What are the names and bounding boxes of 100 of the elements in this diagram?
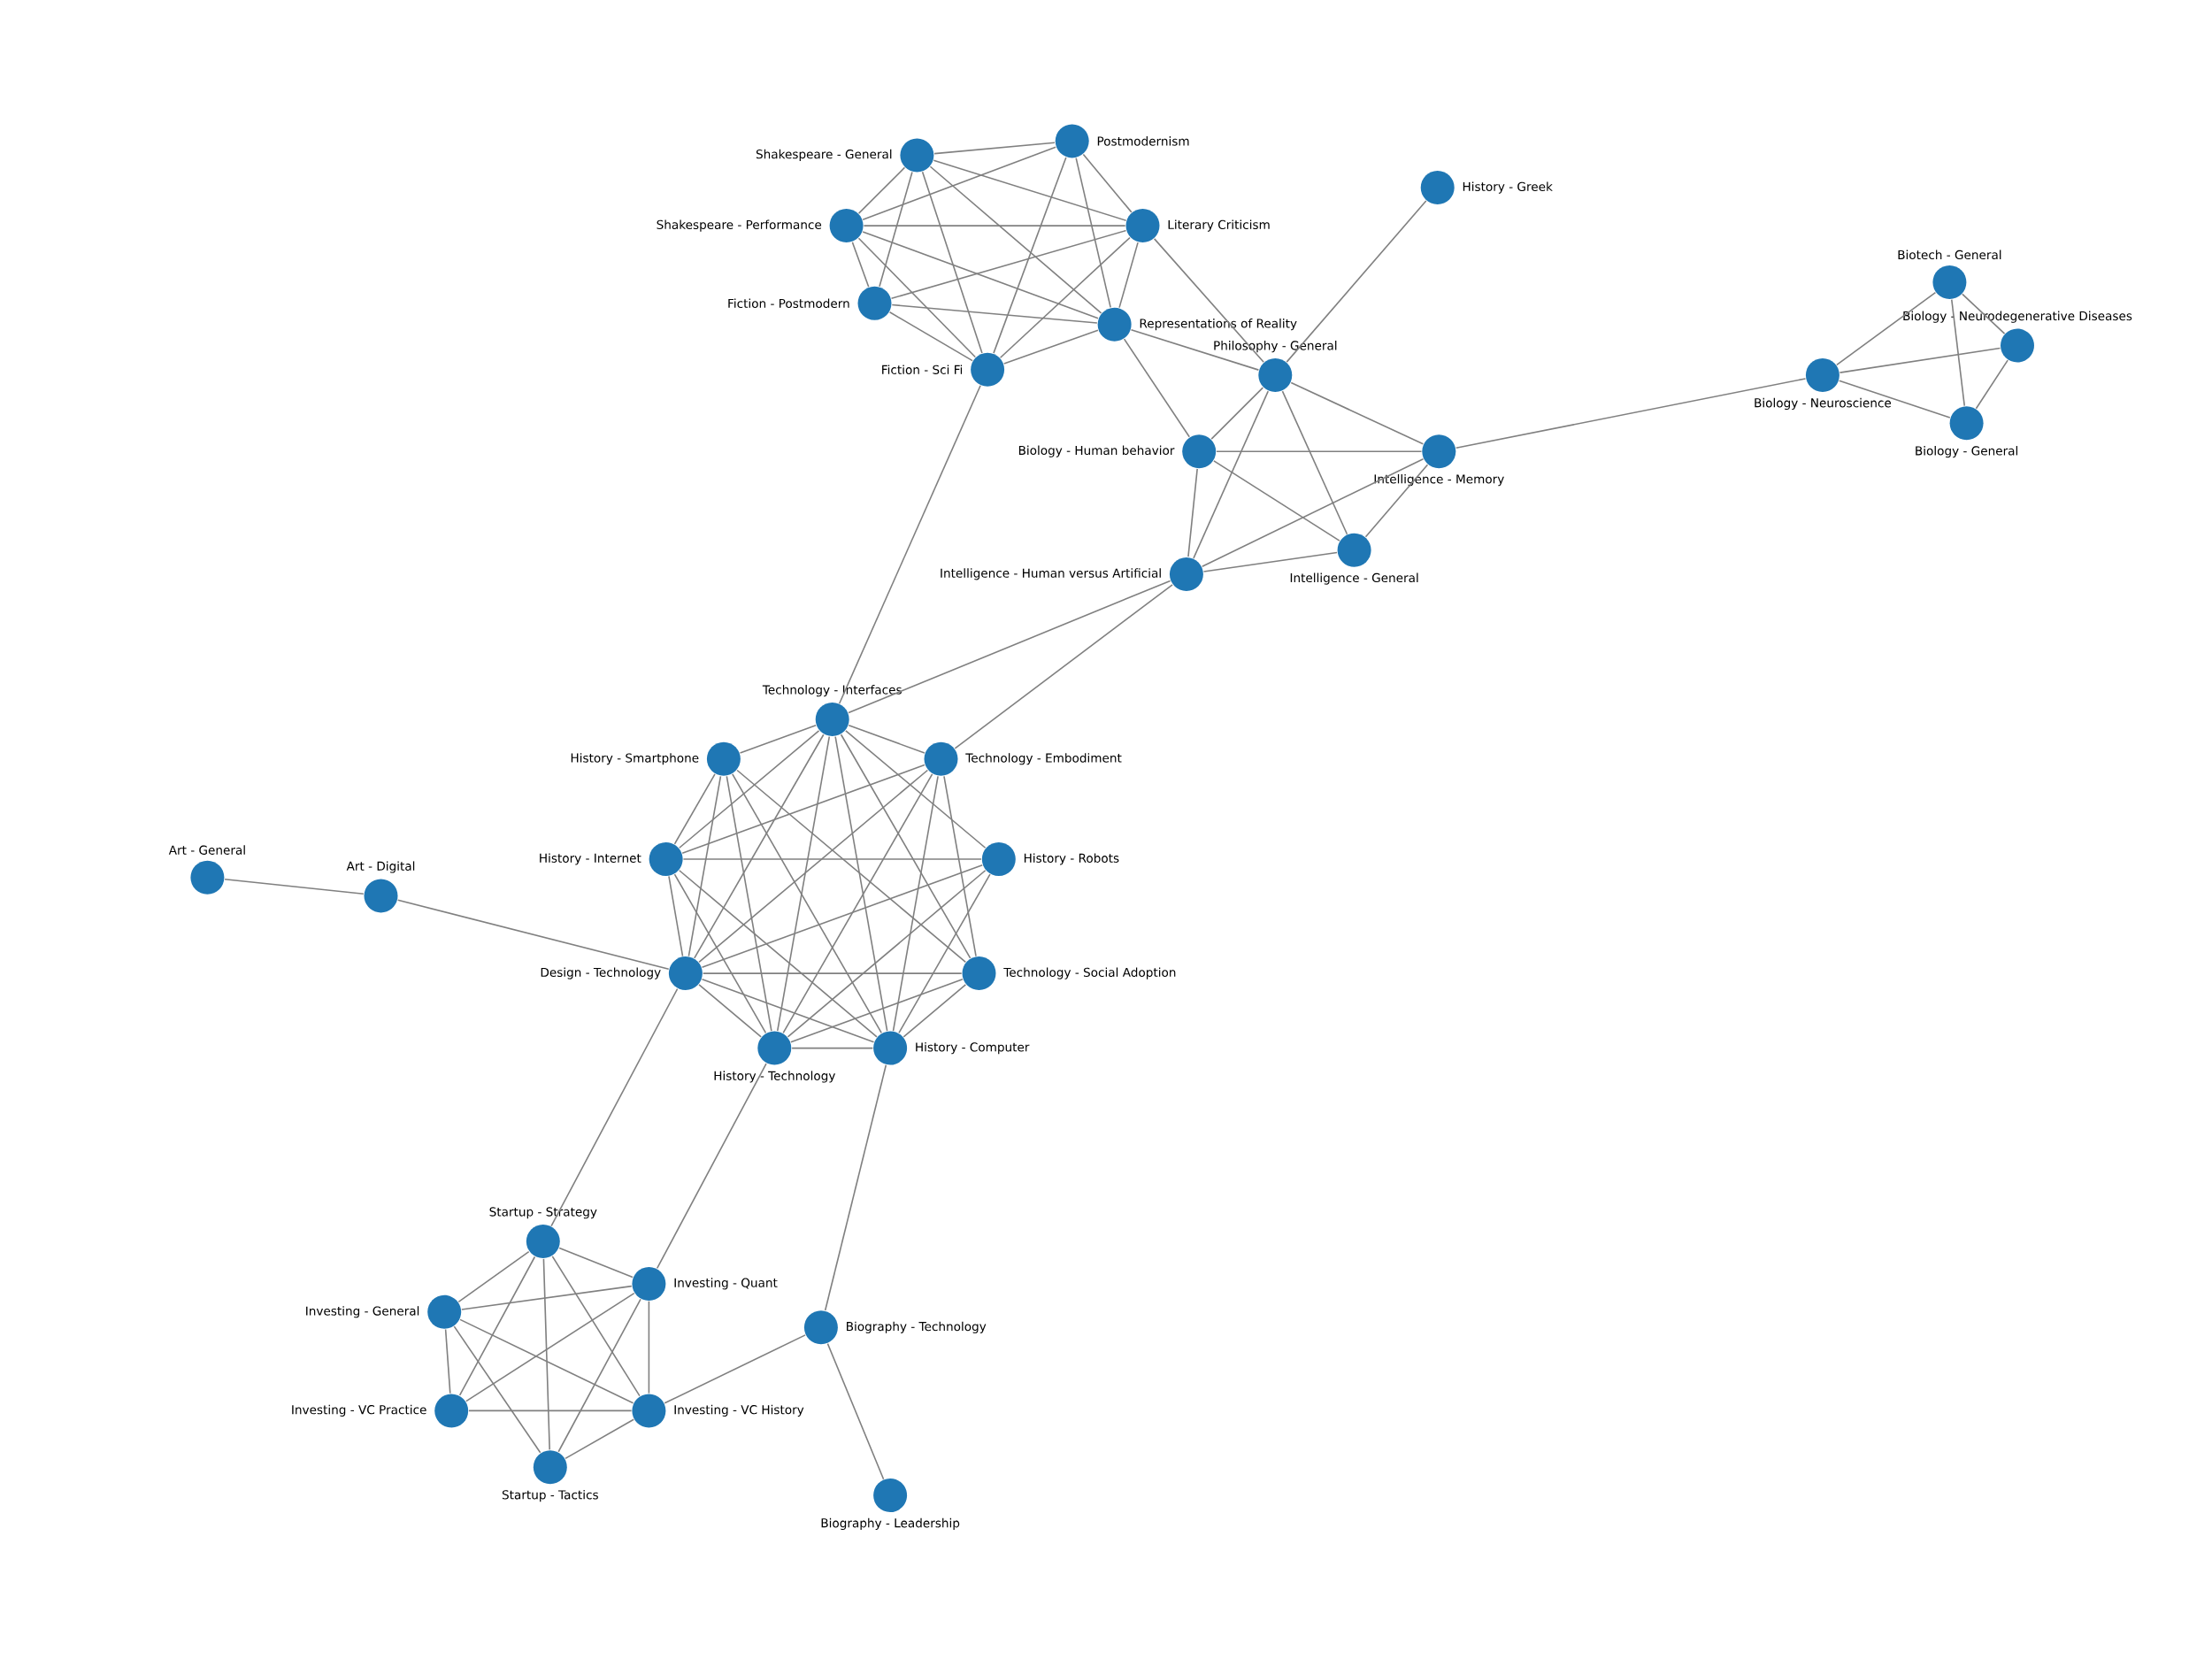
edge-line bbox=[1210, 387, 1264, 440]
edge-line bbox=[838, 384, 981, 704]
node-label: Fiction - Sci Fi bbox=[882, 365, 963, 374]
node-label: Art - Digital bbox=[346, 861, 415, 873]
edge-line bbox=[701, 979, 875, 1043]
edge-line bbox=[790, 979, 964, 1043]
edge-line bbox=[1962, 293, 2006, 334]
node-label: History - Computer bbox=[916, 1042, 1030, 1055]
edge-line bbox=[1290, 381, 1425, 445]
node-label: Shakespeare - General bbox=[756, 149, 892, 161]
edge-line bbox=[1118, 242, 1139, 309]
edge-line bbox=[698, 769, 929, 964]
node-label: Startup - Tactics bbox=[502, 1489, 598, 1502]
node-label: Biology - Neurodegenerative Diseases bbox=[1903, 311, 2132, 323]
edge-line bbox=[933, 159, 1127, 221]
edge-line bbox=[1836, 291, 1937, 366]
edge-line bbox=[826, 1342, 885, 1480]
edge-line bbox=[457, 1250, 530, 1303]
node-label: Investing - Quant bbox=[674, 1278, 778, 1290]
node-label: Biology - Human behavior bbox=[1018, 445, 1175, 457]
edge-line bbox=[224, 878, 365, 895]
edge-line bbox=[857, 237, 977, 358]
edge-line bbox=[863, 225, 1126, 227]
node-label: History - Technology bbox=[714, 1071, 835, 1083]
edge-line bbox=[1193, 390, 1270, 559]
edge-line bbox=[1455, 378, 1807, 449]
edge-line bbox=[891, 303, 1098, 324]
edge-line bbox=[954, 584, 1173, 749]
node-label: Technology - Social Adoption bbox=[1003, 967, 1176, 979]
node-label: Biotech - General bbox=[1898, 250, 2001, 260]
edge-line bbox=[943, 775, 977, 957]
edge-line bbox=[862, 231, 1099, 319]
node-label: Biography - Technology bbox=[847, 1321, 987, 1333]
edge-line bbox=[1213, 460, 1340, 541]
edge-line bbox=[929, 165, 1102, 314]
node-label: History - Greek bbox=[1463, 181, 1553, 194]
edge-line bbox=[702, 972, 963, 974]
node-label: Technology - Embodiment bbox=[965, 753, 1122, 765]
node-label: Art - General bbox=[168, 845, 245, 855]
node-label: Investing - VC Practice bbox=[292, 1404, 426, 1417]
edge-line bbox=[678, 730, 820, 849]
edge-line bbox=[1286, 200, 1427, 363]
node-label: Representations of Reality bbox=[1140, 319, 1297, 331]
edge-line bbox=[1838, 380, 1951, 419]
edge-line bbox=[999, 236, 1131, 359]
edge-line bbox=[1281, 390, 1348, 535]
edge-line bbox=[698, 984, 762, 1038]
edge-line bbox=[933, 142, 1056, 155]
edge-line bbox=[668, 875, 684, 957]
node-label: Design - Technology bbox=[541, 967, 661, 979]
edge-line bbox=[1153, 238, 1264, 364]
edge-line bbox=[1364, 464, 1429, 538]
edge-line bbox=[845, 730, 987, 849]
edge-line bbox=[444, 1328, 451, 1394]
node-label: Investing - VC History bbox=[674, 1404, 804, 1417]
edge-line bbox=[673, 873, 767, 1034]
edge-line bbox=[736, 769, 967, 964]
edge-line bbox=[459, 1318, 634, 1404]
edge-line bbox=[782, 773, 933, 1034]
node-label: Technology - Interfaces bbox=[762, 685, 902, 697]
edge-line bbox=[682, 858, 982, 860]
edge-line bbox=[857, 166, 906, 214]
node-label: Intelligence - Human versus Artificial bbox=[941, 568, 1161, 580]
edge-line bbox=[732, 773, 883, 1034]
edge-line bbox=[921, 171, 983, 354]
edge-line bbox=[1130, 328, 1260, 371]
edge-line bbox=[550, 987, 679, 1227]
edge-line bbox=[898, 873, 991, 1034]
edge-line bbox=[664, 1334, 806, 1404]
node-label: History - Smartphone bbox=[571, 753, 699, 765]
edge-line bbox=[840, 733, 972, 959]
edge-line bbox=[1216, 450, 1423, 452]
edge-line bbox=[565, 1418, 634, 1460]
edge-line bbox=[862, 146, 1056, 220]
node-label: Biography - Leadership bbox=[821, 1517, 960, 1531]
edge-line bbox=[791, 1047, 874, 1049]
edge-line bbox=[461, 1285, 633, 1310]
node-label: Fiction - Postmodern bbox=[728, 298, 849, 309]
edge-line bbox=[681, 764, 926, 854]
node-label: Postmodernism bbox=[1097, 136, 1189, 146]
edge-line bbox=[1201, 458, 1425, 568]
edge-line bbox=[557, 1298, 641, 1453]
edge-line bbox=[890, 229, 1127, 300]
edge-line bbox=[888, 311, 973, 362]
node-label: Biology - Neuroscience bbox=[1755, 397, 1892, 411]
edge-line bbox=[1123, 338, 1191, 438]
node-label: Intelligence - Memory bbox=[1374, 473, 1504, 487]
edge-line bbox=[776, 735, 831, 1032]
edge-line bbox=[648, 1300, 650, 1394]
node-label: Biology - General bbox=[1916, 446, 2017, 458]
node-label: Intelligence - General bbox=[1290, 572, 1418, 585]
edge-line bbox=[1839, 347, 2001, 373]
edge-line bbox=[656, 1063, 767, 1270]
edge-line bbox=[701, 864, 983, 969]
edge-line bbox=[687, 775, 722, 957]
edge-line bbox=[453, 1325, 541, 1454]
edge-line bbox=[1002, 329, 1099, 365]
node-label: Shakespeare - Performance bbox=[657, 219, 822, 232]
edge-line bbox=[468, 1409, 633, 1412]
edge-line bbox=[551, 1256, 641, 1397]
